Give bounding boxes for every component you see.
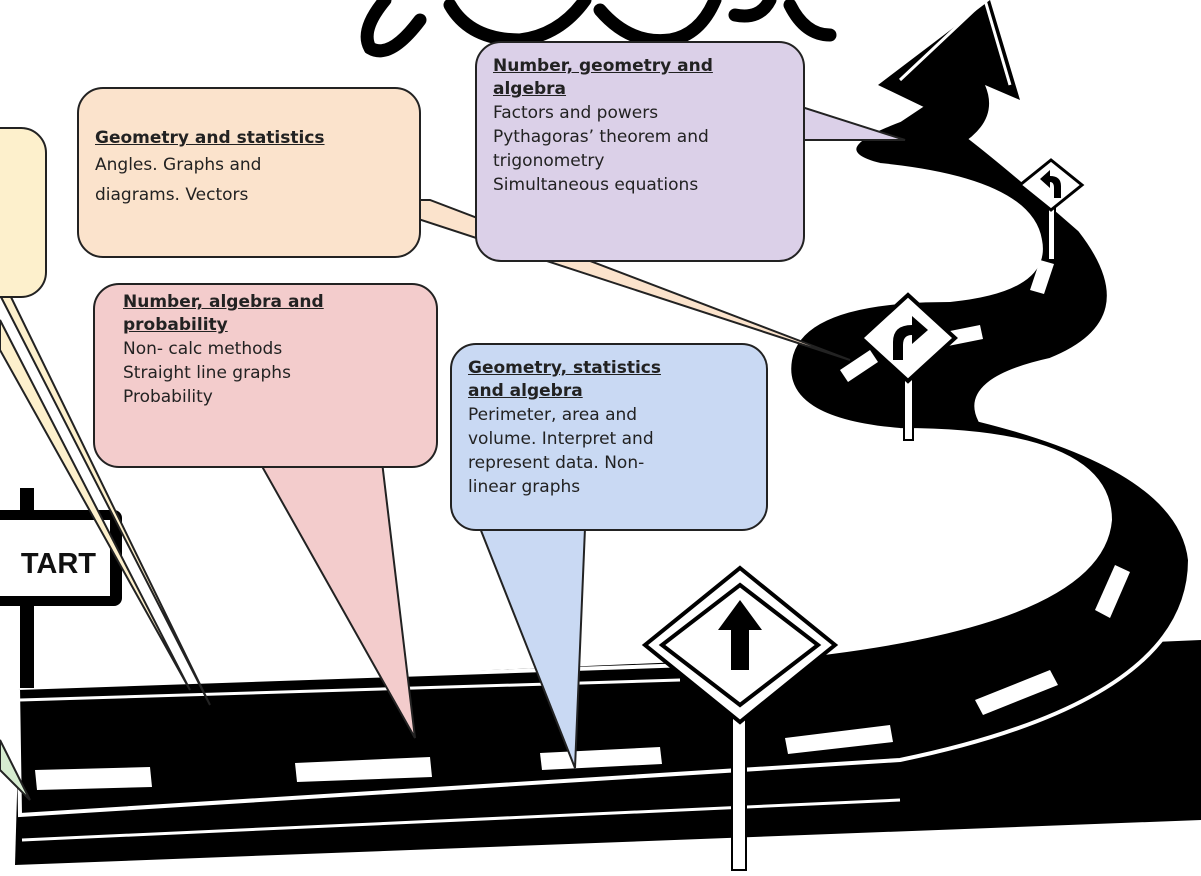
bubble-heading: Number, algebra and [123,292,324,312]
bubble-heading: algebra [493,79,567,99]
bubble-heading: and algebra [468,381,583,401]
bubble-line: Factors and powers [493,103,659,123]
bubble-line: represent data. Non- [468,453,645,473]
start-sign-label: TART [20,548,96,580]
left-curve-sign [1017,158,1085,261]
bubble-number-geometry-algebra: Number, geometry and algebra Factors and… [475,41,805,262]
bubble-heading: Geometry and statistics [95,128,325,148]
bubble-line: trigonometry [493,151,605,171]
bubble-line: diagrams. Vectors [95,185,249,205]
tail-green [0,739,31,801]
bubble-line: Simultaneous equations [493,175,699,195]
bubble-geometry-statistics: Geometry and statistics Angles. Graphs a… [77,87,421,258]
bubble-line: Non- calc methods [123,339,283,359]
bubble-geometry-statistics-algebra: Geometry, statistics and algebra Perimet… [450,343,768,531]
bubble-line: Angles. Graphs and [95,155,262,175]
bubble-line: linear graphs [468,477,581,497]
bubble-number-algebra-probability: Number, algebra and probability Non- cal… [93,283,438,468]
bubble-left-partial [0,127,47,298]
bubble-line: Probability [123,387,213,407]
start-sign [0,488,122,688]
curve-left-icon [1040,170,1061,198]
curve-right-icon [893,316,928,360]
road [15,0,1201,865]
bubble-heading: Number, geometry and [493,56,713,76]
bubble-line: Perimeter, area and [468,405,638,425]
right-curve-sign [858,292,958,441]
bubble-line: Pythagoras’ theorem and [493,127,709,147]
up-arrow-icon [718,600,762,670]
bubble-heading: Geometry, statistics [468,358,661,378]
bubble-line: volume. Interpret and [468,429,654,449]
straight-arrow-sign [641,565,839,871]
bubble-line: Straight line graphs [123,363,291,383]
title-fragment [360,0,837,58]
bubble-heading: probability [123,315,228,335]
